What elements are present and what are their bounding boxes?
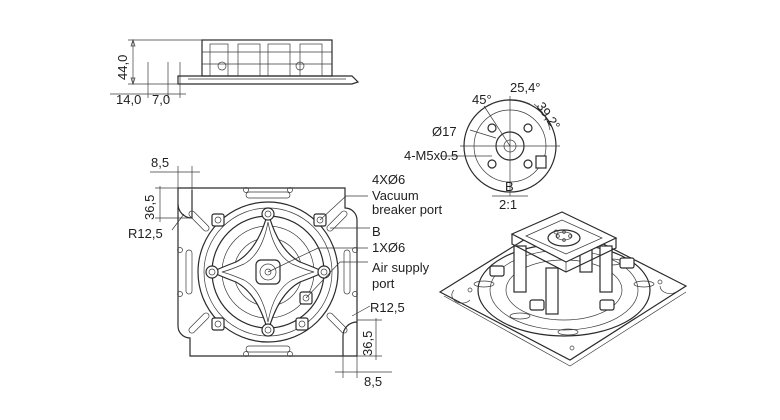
detail-ref-label: B: [372, 224, 381, 239]
air-port-label-2: port: [372, 276, 395, 291]
vacuum-port-bl: [211, 317, 225, 331]
detail-dim-25-4: 25,4°: [510, 80, 541, 95]
detail-b-view: 45° 25,4° 39,2° Ø17 4-M5x0.5 B 2:1: [404, 80, 563, 212]
top-view: 8,5 36,5 R12,5 R12,5 36,5 8,5: [128, 155, 405, 389]
dim-top-width: 8,5: [151, 155, 169, 170]
detail-dim-39-2: 39,2°: [534, 99, 564, 133]
isometric-view: [438, 211, 688, 367]
detail-scale: 2:1: [499, 197, 517, 212]
side-view: 44,0 14,0 7,0: [110, 38, 360, 107]
detail-label: B: [505, 179, 514, 194]
detail-dia-17: Ø17: [432, 124, 457, 139]
side-offset-dim-a: 14,0: [116, 92, 141, 107]
vacuum-port-br: [295, 317, 309, 331]
air-port-label-1: Air supply: [372, 260, 430, 275]
vacuum-port-label-2: breaker port: [372, 202, 442, 217]
dim-bottom-width: 8,5: [364, 374, 382, 389]
vacuum-port-count: 4XØ6: [372, 172, 405, 187]
side-height-dim: 44,0: [115, 55, 130, 80]
side-offset-dim-b: 7,0: [152, 92, 170, 107]
vacuum-port-label-1: Vacuum: [372, 188, 419, 203]
dim-top-height: 36,5: [142, 195, 157, 220]
vacuum-port-tl: [211, 213, 225, 227]
callouts: 4XØ6 Vacuum breaker port B 1XØ6 Air supp…: [372, 172, 442, 291]
dim-bottom-height: 36,5: [360, 331, 375, 356]
air-port-count: 1XØ6: [372, 240, 405, 255]
dim-top-radius: R12,5: [128, 226, 163, 241]
dim-bottom-radius: R12,5: [370, 300, 405, 315]
detail-angle-45: 45°: [472, 92, 492, 107]
detail-thread: 4-M5x0.5: [404, 148, 458, 163]
